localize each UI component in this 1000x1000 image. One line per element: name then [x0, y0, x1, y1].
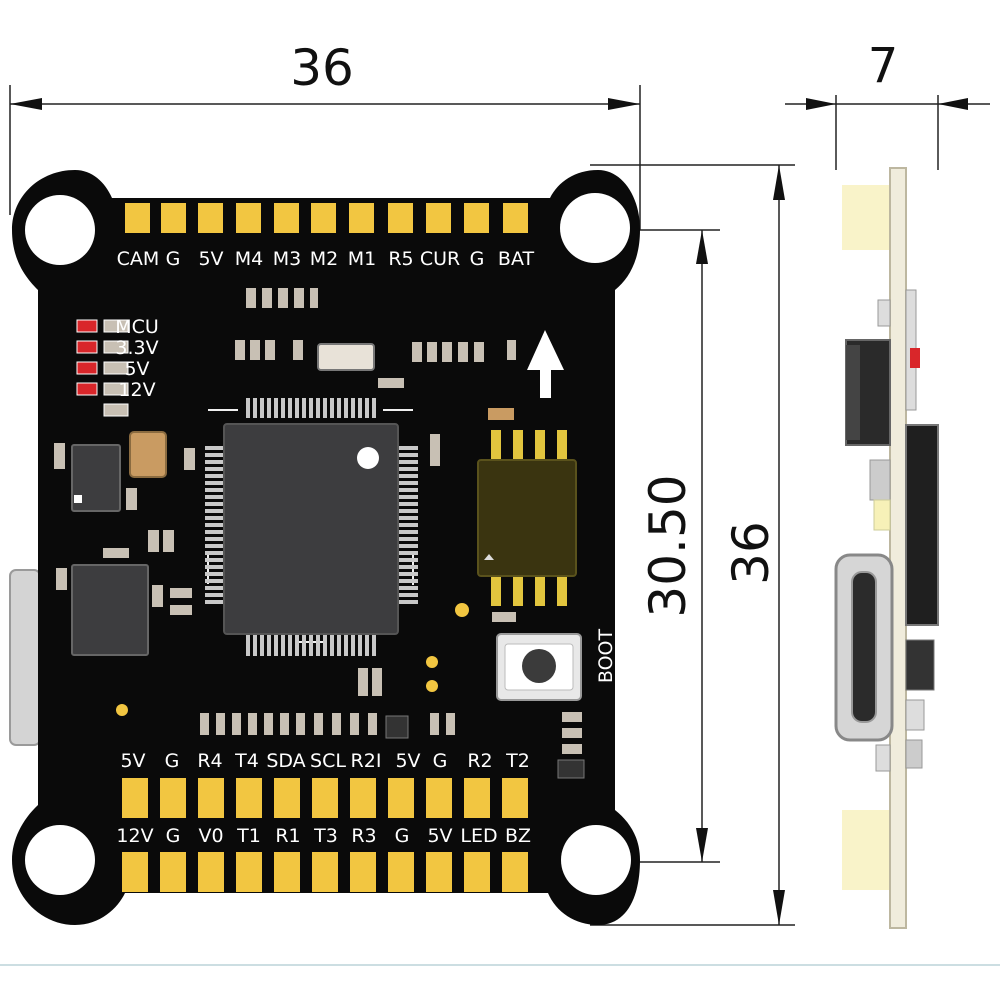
top-passives — [235, 288, 516, 388]
pad-label: 5V — [427, 825, 452, 847]
pad-label: G — [395, 825, 410, 847]
mcu-pins-right — [396, 446, 418, 604]
mcu-pins-top — [246, 398, 376, 418]
pad-label: G — [433, 750, 448, 772]
led-label: 12V — [118, 379, 155, 401]
arrow-in-left-icon — [806, 98, 836, 110]
mount-hole-bottom-right — [561, 825, 631, 895]
pad-label: 12V — [116, 825, 153, 847]
led-12v — [76, 382, 98, 396]
pad-label: R1 — [275, 825, 300, 847]
top-pad-row — [125, 203, 528, 233]
pad-label: 5V — [198, 248, 223, 270]
mount-hole-bottom-left — [25, 825, 95, 895]
pad-label: CUR — [420, 248, 460, 270]
led-label: 3.3V — [115, 337, 158, 359]
bottom-pad-row-lower — [122, 852, 528, 892]
lower-passives — [200, 712, 585, 779]
height-dimension: 36 — [590, 164, 795, 926]
boot-button-cap — [522, 649, 556, 683]
led-5v — [76, 361, 98, 375]
side-pcb-edge — [889, 167, 907, 929]
mcu-pins-left — [205, 446, 227, 604]
arrow-left-icon — [10, 98, 42, 110]
gyro-ic — [71, 564, 149, 656]
arrow-in-right-icon — [938, 98, 968, 110]
arrow-up-icon — [696, 230, 708, 264]
pad-label: G — [165, 750, 180, 772]
bottom-pad-row-upper — [122, 778, 528, 818]
bottom-lower-labels: 12V G V0 T1 R1 T3 R3 G 5V LED BZ — [116, 825, 531, 847]
pad-label: SCL — [310, 750, 346, 772]
pad-label: T3 — [313, 825, 338, 847]
left-components — [54, 431, 195, 716]
pad-label: BAT — [498, 248, 535, 270]
arrow-down-icon — [696, 828, 708, 862]
pad-label: M3 — [273, 248, 301, 270]
pad-label: M1 — [348, 248, 376, 270]
pad-label: LED — [460, 825, 497, 847]
crystal-oscillator — [317, 343, 375, 371]
pad-label: T1 — [236, 825, 261, 847]
led-3v3 — [76, 340, 98, 354]
pad-label: R4 — [197, 750, 222, 772]
pad-label: R2I — [351, 750, 382, 772]
side-pad-bottom — [842, 810, 890, 890]
pad-label: 5V — [120, 750, 145, 772]
pad-label: R2 — [467, 750, 492, 772]
flash-chip — [477, 408, 577, 606]
pad-label: M4 — [235, 248, 263, 270]
mount-hole-top-right — [560, 193, 630, 263]
orientation-arrow-icon — [527, 330, 564, 398]
mcu-pins-bottom — [246, 634, 376, 656]
top-pad-labels: CAM G 5V M4 M3 M2 M1 R5 CUR G BAT — [117, 248, 535, 270]
led-label: 5V — [124, 358, 149, 380]
pad-label: V0 — [198, 825, 223, 847]
led-indicators: MCU 3.3V 5V 12V — [76, 316, 159, 417]
pad-label: SDA — [266, 750, 305, 772]
mcu-body — [223, 423, 399, 635]
width-dimension-label: 36 — [290, 39, 354, 97]
mcu-pin1-dot — [357, 447, 379, 469]
bottom-upper-labels: 5V G R4 T4 SDA SCL R2I 5V G R2 T2 — [120, 750, 529, 772]
inductor — [129, 431, 167, 478]
thickness-dimension-label: 7 — [868, 38, 899, 94]
arrow-right-icon — [608, 98, 640, 110]
pad-label: G — [166, 825, 181, 847]
pad-label: M2 — [310, 248, 338, 270]
mcu-chip — [205, 398, 418, 656]
height-dimension-label: 36 — [722, 521, 780, 585]
boot-label: BOOT — [595, 628, 617, 683]
thickness-dimension: 7 — [785, 38, 990, 170]
pad-label: BZ — [505, 825, 531, 847]
usb-c-connector — [9, 569, 41, 746]
boot-button[interactable] — [496, 633, 582, 701]
pad-label: R3 — [351, 825, 376, 847]
mount-hole-top-left — [25, 195, 95, 265]
led-label: MCU — [115, 316, 159, 338]
pcb-top-view: CAM G 5V M4 M3 M2 M1 R5 CUR G BAT — [9, 170, 640, 925]
arrow-up-icon — [773, 165, 785, 200]
width-dimension: 36 — [9, 39, 641, 230]
mount-spacing-label: 30.50 — [639, 474, 697, 617]
pad-label: G — [470, 248, 485, 270]
side-pad-top — [842, 185, 890, 250]
led-mcu — [76, 319, 98, 333]
pad-label: R5 — [388, 248, 413, 270]
pad-label: 5V — [395, 750, 420, 772]
pad-label: T2 — [505, 750, 530, 772]
pad-label: CAM — [117, 248, 160, 270]
pcb-side-view — [834, 167, 939, 929]
pad-label: G — [166, 248, 181, 270]
power-ic — [71, 444, 121, 512]
pad-label: T4 — [234, 750, 259, 772]
arrow-down-icon — [773, 890, 785, 925]
